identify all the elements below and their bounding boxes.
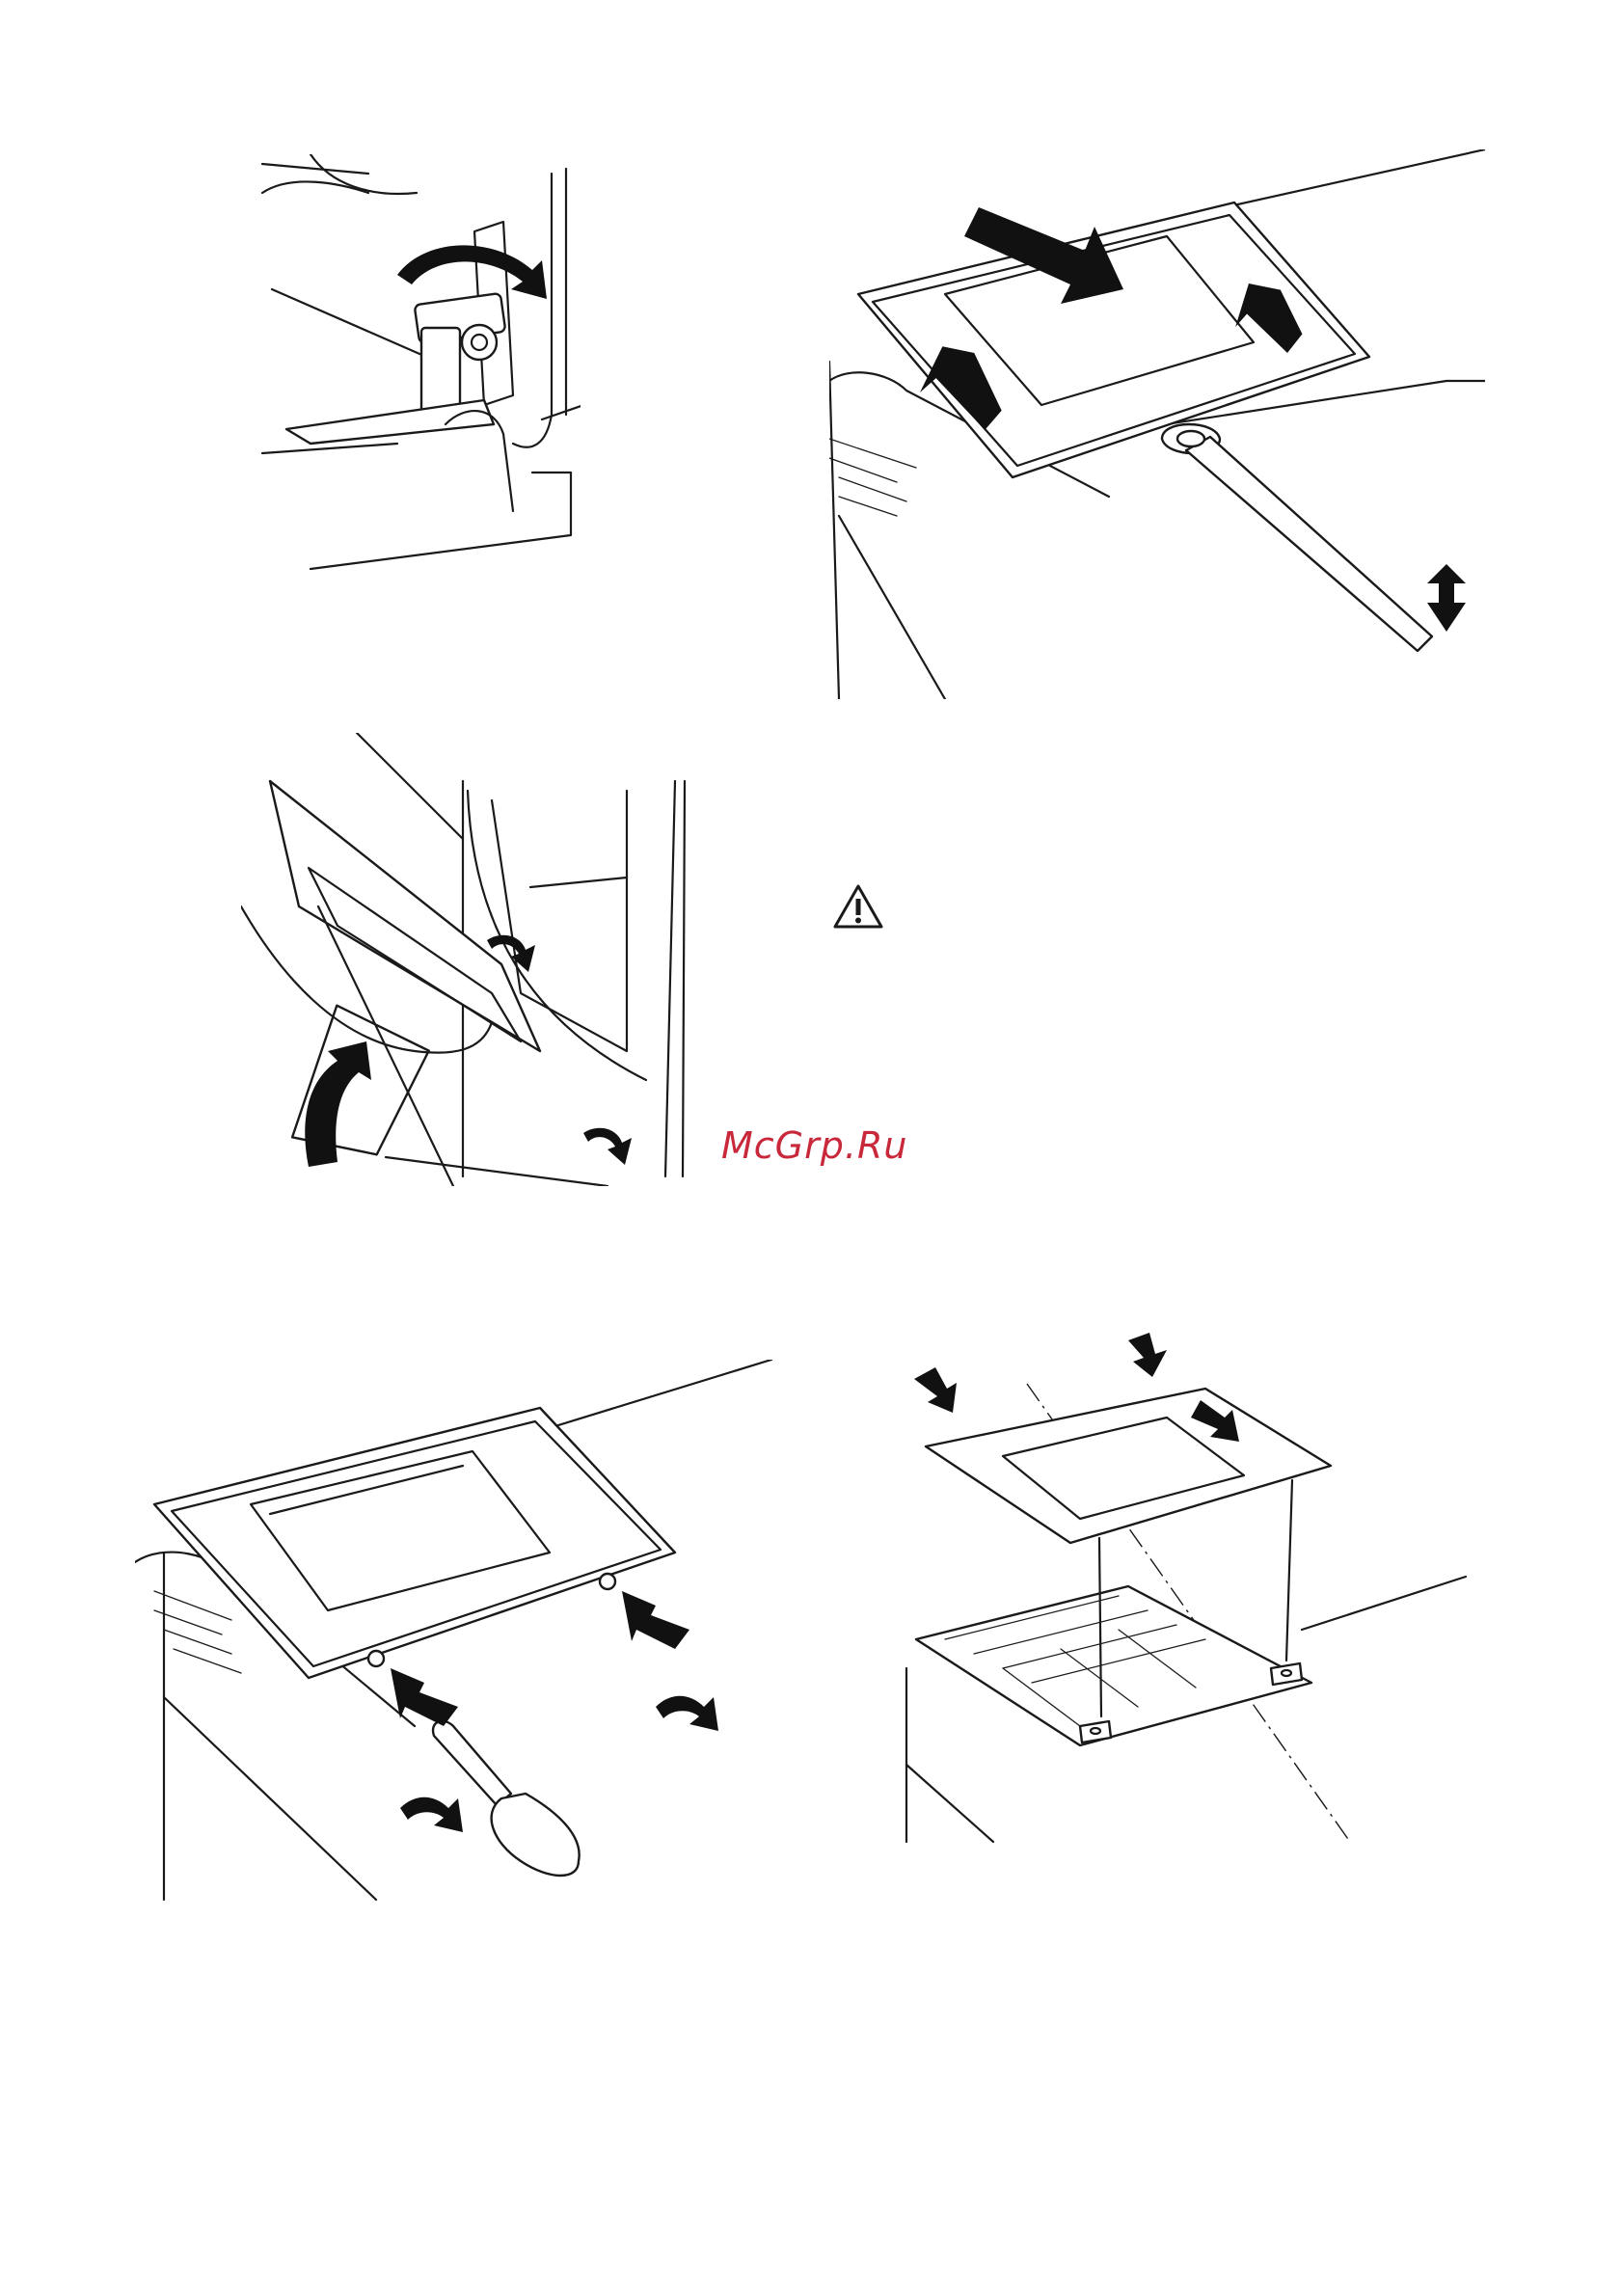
illustration-glass-panel-assembly	[887, 1321, 1485, 1861]
warning-triangle-icon	[831, 882, 885, 932]
illustration-door-lift-off	[829, 149, 1485, 699]
illustration-door-removal-hands	[241, 733, 694, 1186]
illustration-screwdriver-screws	[135, 1360, 791, 1909]
watermark-text: McGrp.Ru	[721, 1124, 907, 1167]
illustration-hinge-lever	[253, 154, 581, 598]
